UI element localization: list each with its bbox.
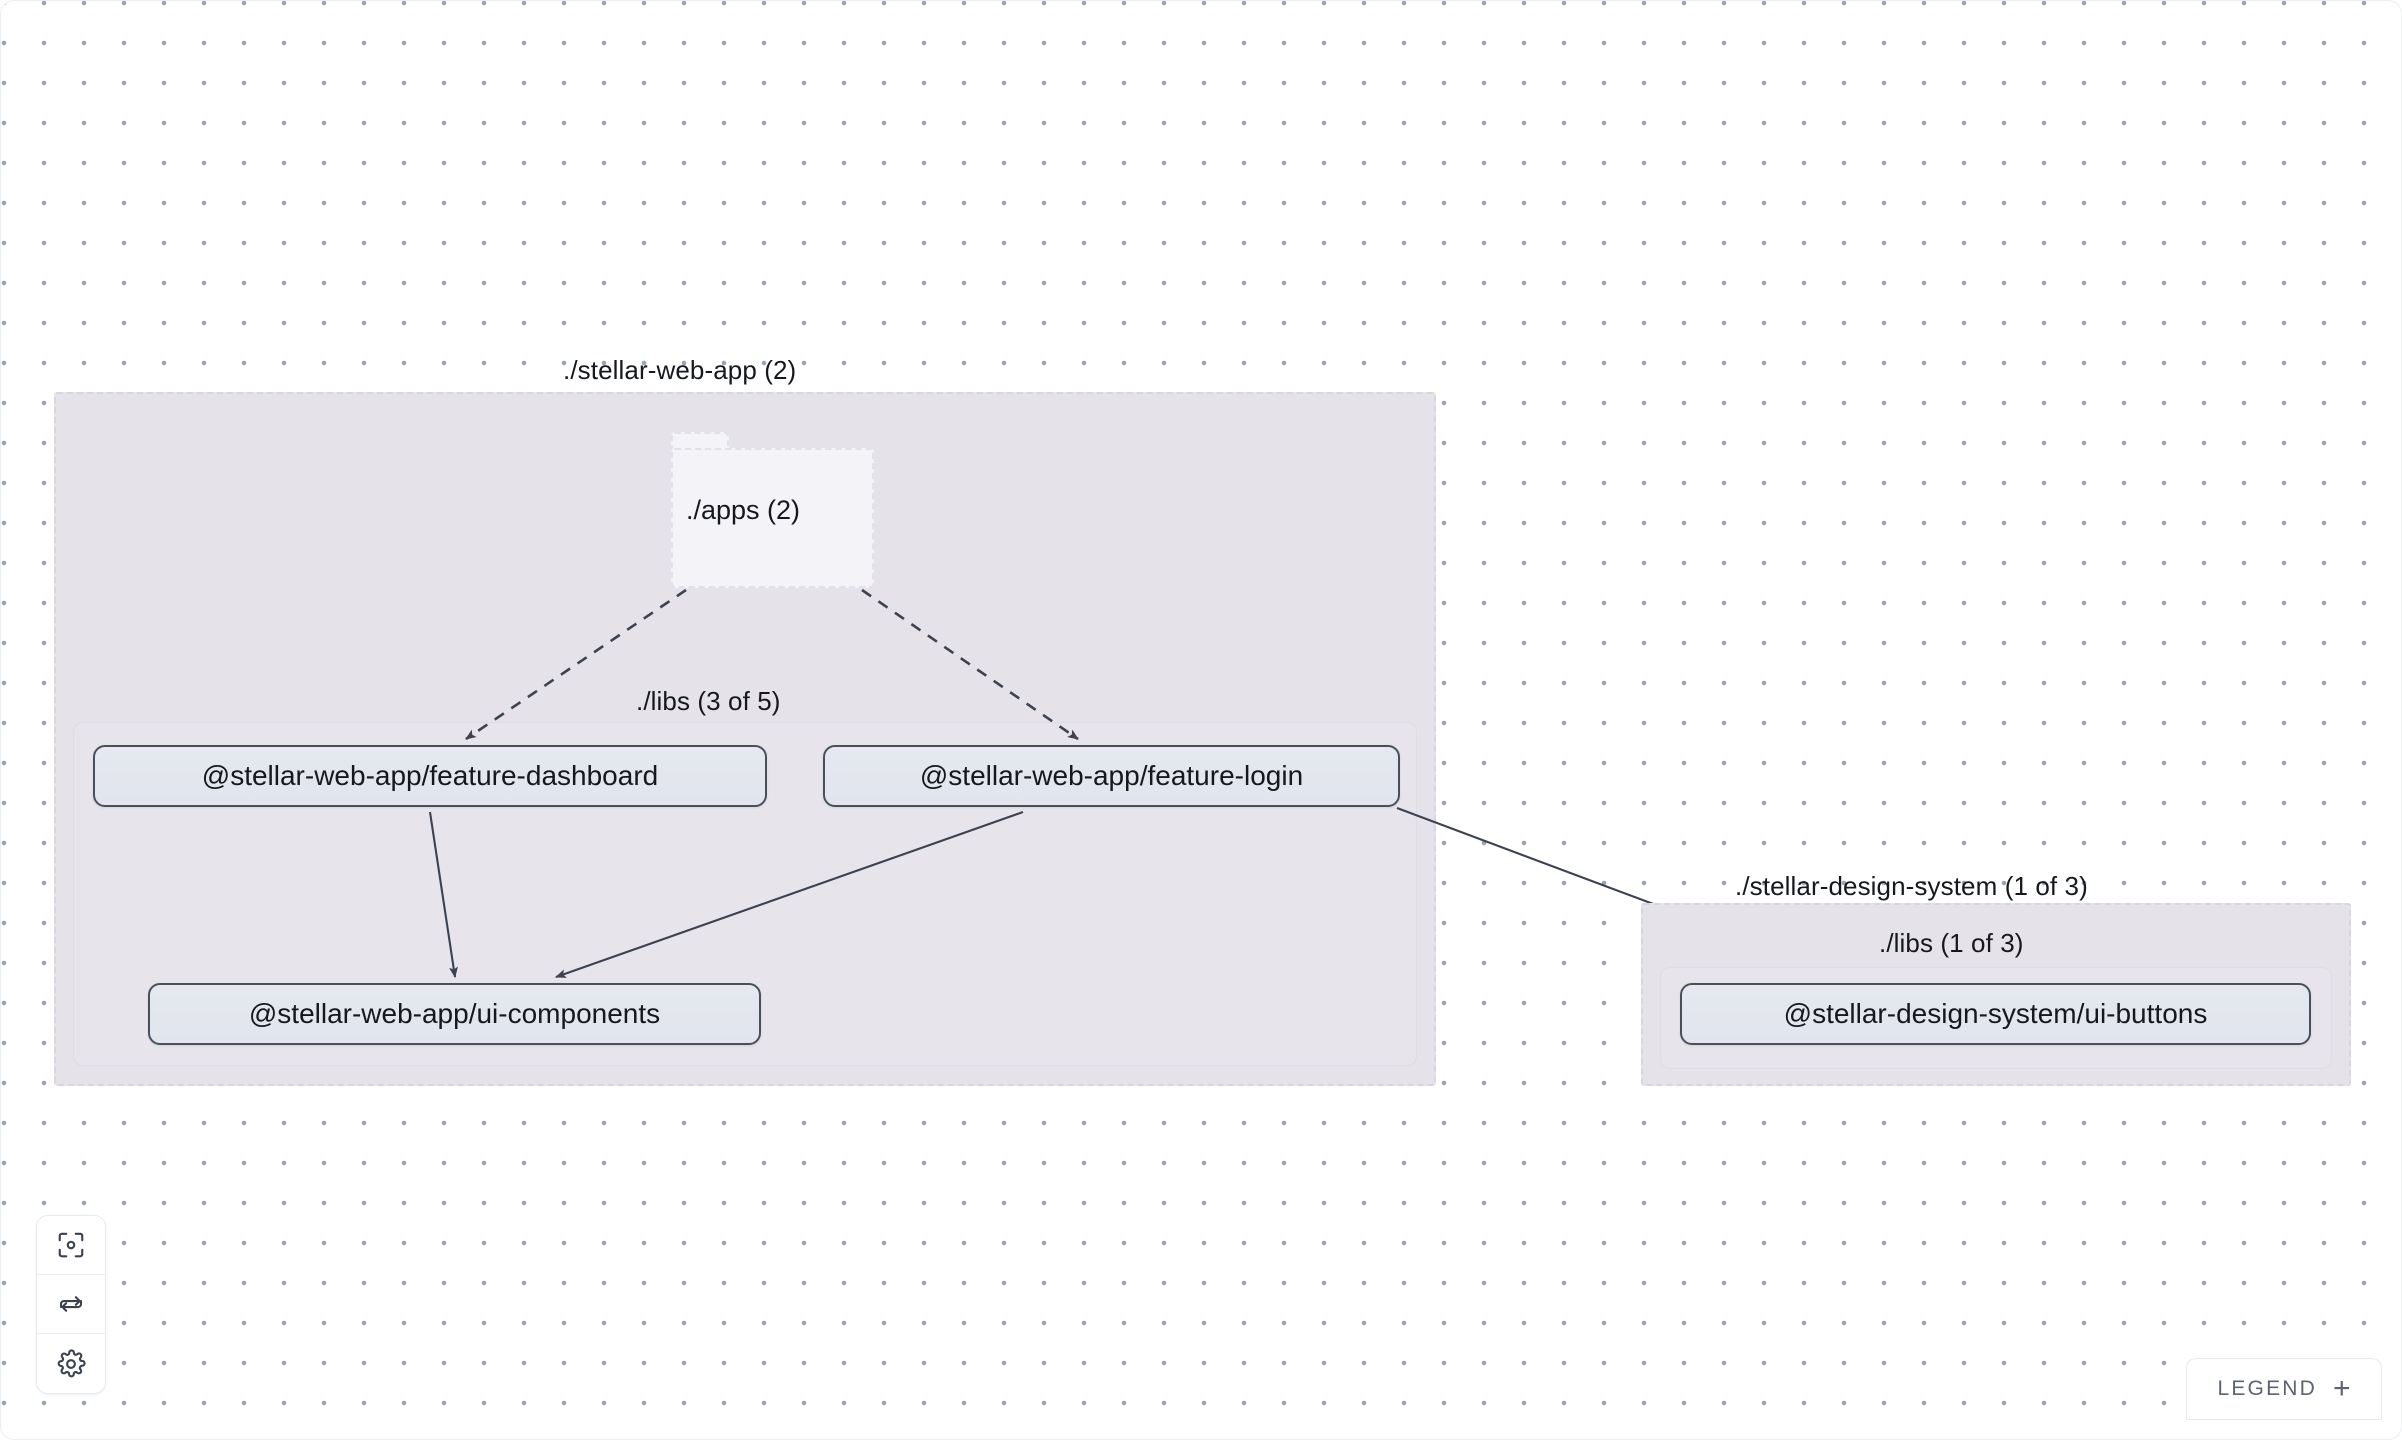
legend-label: LEGEND: [2217, 1377, 2318, 1400]
folder-tab-apps: [671, 432, 729, 452]
node-label-ui-buttons: @stellar-design-system/ui-buttons: [1783, 998, 2208, 1029]
node-feature-dashboard[interactable]: @stellar-web-app/feature-dashboard: [93, 745, 767, 807]
node-label-feature-dashboard: @stellar-web-app/feature-dashboard: [201, 760, 659, 791]
focus-graph-button[interactable]: [37, 1216, 105, 1275]
graph-toolbar: [36, 1215, 106, 1394]
folder-label-apps: ./apps (2): [686, 495, 801, 525]
group-label-stellar-web-app: ./stellar-web-app (2): [563, 355, 797, 385]
folder-apps[interactable]: [671, 448, 874, 588]
node-label-ui-components: @stellar-web-app/ui-components: [248, 998, 661, 1029]
refresh-graph-button[interactable]: [37, 1275, 105, 1334]
gear-icon: [56, 1348, 86, 1379]
group-label-stellar-design-system: ./stellar-design-system (1 of 3): [1735, 871, 2088, 901]
node-feature-login[interactable]: @stellar-web-app/feature-login: [823, 745, 1400, 807]
refresh-sync-icon: [56, 1289, 86, 1319]
focus-target-icon: [56, 1230, 86, 1260]
subgroup-label-web-app-libs: ./libs (3 of 5): [636, 686, 781, 716]
node-ui-components[interactable]: @stellar-web-app/ui-components: [148, 983, 761, 1045]
legend-expand-icon[interactable]: +: [2333, 1372, 2351, 1405]
node-ui-buttons[interactable]: @stellar-design-system/ui-buttons: [1680, 983, 2311, 1045]
settings-button[interactable]: [37, 1334, 105, 1393]
legend-panel[interactable]: LEGEND +: [2186, 1358, 2382, 1420]
node-label-feature-login: @stellar-web-app/feature-login: [919, 760, 1304, 791]
subgroup-label-design-system-libs: ./libs (1 of 3): [1879, 928, 2024, 958]
